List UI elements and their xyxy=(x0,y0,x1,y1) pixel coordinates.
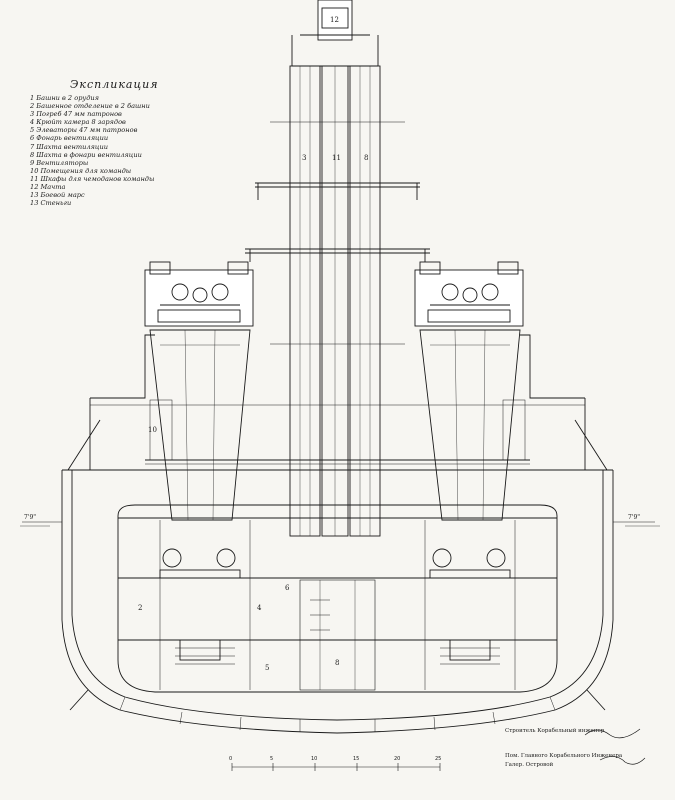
left-turret-machinery xyxy=(159,548,241,661)
waterline xyxy=(20,521,660,527)
legend: Экспликация 1 Башни в 2 орудия 2 Башенно… xyxy=(30,78,250,207)
legend-item: 11 Шкафы для чемоданов команды xyxy=(30,174,155,183)
side-label: 10 xyxy=(148,426,157,434)
legend-item: 3 Погреб 47 мм патронов xyxy=(30,110,122,119)
magazine-label: 4 xyxy=(257,604,262,612)
signature-line-1: Строитель Корабельный инженер xyxy=(505,728,605,734)
shell-room-label: 5 xyxy=(265,664,269,672)
scale-tick-label: 15 xyxy=(353,756,359,762)
hull xyxy=(61,419,614,734)
scale-tick-label: 0 xyxy=(229,756,232,762)
scale-tick-label: 20 xyxy=(394,756,400,762)
legend-item: 9 Вентиляторы xyxy=(30,158,89,167)
turret-room-label: 2 xyxy=(138,604,142,612)
waterline-left-mark: 7'9" xyxy=(24,514,36,521)
mast-left-label: 3 xyxy=(302,154,306,162)
engine-centre-label: 8 xyxy=(335,659,339,667)
right-turret-machinery xyxy=(429,548,511,661)
scale-tick-label: 25 xyxy=(435,756,441,762)
legend-item: 4 Крюйт камера 8 зарядов xyxy=(30,118,126,127)
right-barbette xyxy=(419,329,521,521)
right-turret xyxy=(414,261,524,327)
scale-labels: 0 5 10 15 20 25 xyxy=(229,756,441,762)
left-turret xyxy=(144,261,254,327)
signature-strokes xyxy=(584,728,646,765)
ladders xyxy=(175,599,500,665)
mast xyxy=(245,0,430,537)
left-barbette xyxy=(149,329,251,521)
legend-item: 8 Шахта в фонари вентиляции xyxy=(30,150,142,159)
mast-top-label: 12 xyxy=(330,16,339,24)
legend-item: 6 Фонарь вентиляции xyxy=(30,134,109,143)
legend-item: 1 Башни в 2 орудия xyxy=(30,94,100,102)
superstructure xyxy=(89,334,586,470)
legend-item: 13 Стеньги xyxy=(30,199,72,208)
legend-item: 2 Башенное отделение в 2 башни xyxy=(30,102,150,111)
legend-item: 5 Элеваторы 47 мм патронов xyxy=(30,126,138,135)
mast-centre-label: 11 xyxy=(332,154,341,162)
mast-right-label: 8 xyxy=(364,154,368,162)
scale-bar xyxy=(231,763,441,771)
scale-tick-label: 5 xyxy=(270,756,273,762)
legend-list: 1 Башни в 2 орудия 2 Башенное отделение … xyxy=(30,94,250,207)
scale-tick-label: 10 xyxy=(311,756,317,762)
waterline-right-mark: 7'9" xyxy=(628,514,640,521)
legend-item: 13 Боевой марс xyxy=(30,191,85,200)
signature-line-2: Пом. Главного Корабельного Инженера xyxy=(505,753,623,759)
ventilation-label: 6 xyxy=(285,584,290,592)
legend-item: 7 Шахта вентиляции xyxy=(30,142,108,151)
signature-line-3: Галер. Островой xyxy=(505,762,554,768)
legend-item: 12 Мачта xyxy=(30,183,66,192)
legend-title: Экспликация xyxy=(70,78,159,91)
legend-item: 10 Помещения для команды xyxy=(30,166,132,175)
